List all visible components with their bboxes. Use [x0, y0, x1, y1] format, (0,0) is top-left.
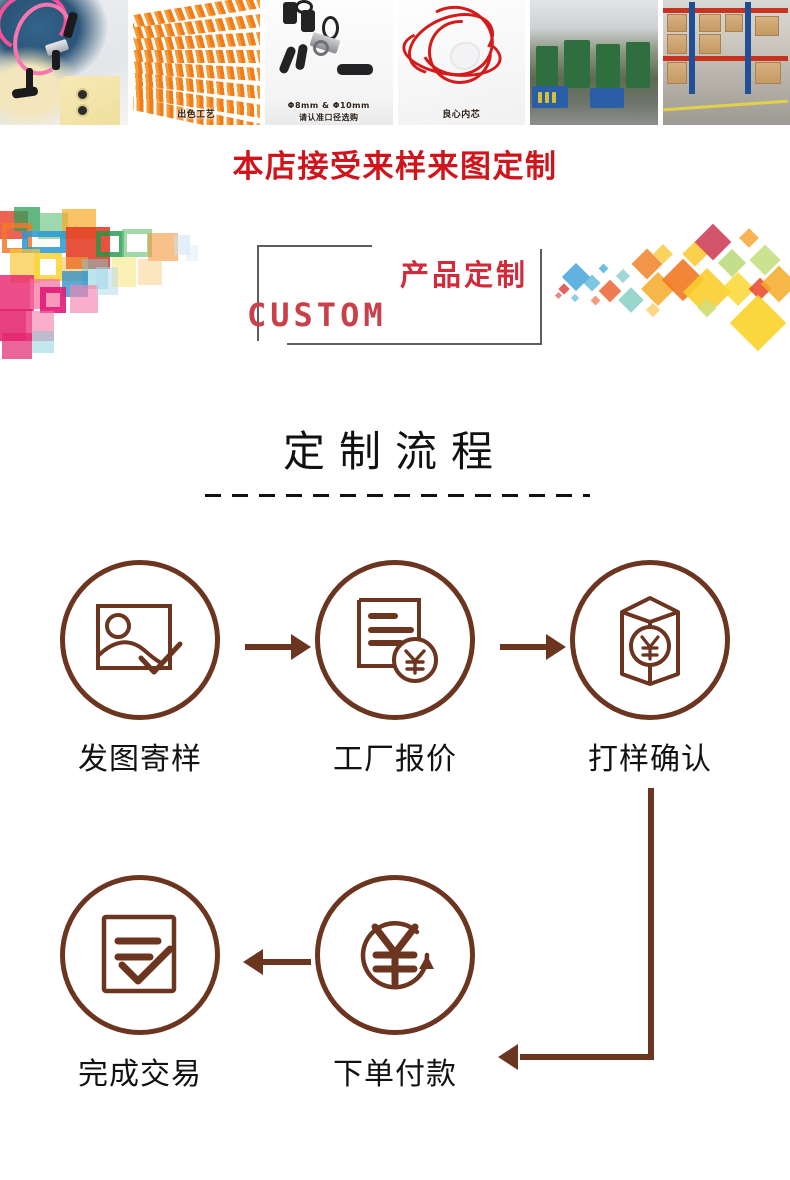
flow-step-3: 打样确认 — [550, 560, 750, 778]
banner-cn-title: 产品定制 — [400, 258, 529, 292]
photo-lanyard-phone — [0, 0, 128, 125]
custom-banner — [0, 205, 790, 380]
floor-marking — [662, 99, 788, 112]
machine-shape — [626, 42, 650, 88]
elbow-horizontal-segment — [520, 1054, 654, 1060]
yen-refresh-icon — [360, 921, 434, 990]
spool-shape — [545, 92, 549, 103]
carton-box — [698, 14, 721, 32]
frame-gap-top — [372, 245, 542, 249]
flow-step-3-circle — [570, 560, 730, 720]
photo-hardware-parts: Φ8mm & Φ10mm 请认准口径选购 — [265, 0, 393, 125]
frame-gap-bottom — [257, 341, 287, 345]
camera-lens-shape — [76, 104, 89, 117]
phone-tab-shape — [337, 64, 373, 75]
photo-braided-cord: 出色工艺 — [132, 0, 260, 125]
flow-step-4-circle — [315, 875, 475, 1035]
ring-shape — [295, 0, 313, 14]
flow-step-4-label: 下单付款 — [333, 1057, 457, 1092]
phone-body-shape — [60, 76, 120, 125]
custom-frame-border — [257, 245, 542, 345]
connector-strap-shape — [294, 43, 309, 71]
black-connector-shape — [26, 68, 33, 90]
black-tab-shape — [11, 86, 39, 99]
ring-shape — [313, 40, 329, 56]
carton-box — [666, 34, 687, 54]
elbow-vertical-segment — [648, 788, 654, 1060]
machine-shape — [596, 44, 620, 88]
flow-step-4: 下单付款 — [295, 875, 495, 1093]
photo-caption: Φ8mm & Φ10mm — [287, 101, 370, 110]
photo-caption: 出色工艺 — [177, 109, 216, 120]
photo-caption: 良心内芯 — [442, 109, 481, 120]
document-yen-icon — [357, 598, 438, 683]
package-yen-icon — [620, 596, 680, 686]
carton-box — [754, 62, 781, 84]
flow-step-2-circle — [315, 560, 475, 720]
camera-lens-shape — [76, 88, 89, 101]
zipper-pull-shape — [283, 2, 297, 24]
flow-step-1-circle — [60, 560, 220, 720]
banner-en-title: CUSTOM — [247, 296, 387, 334]
photo-factory-line — [530, 0, 658, 125]
product-photo-strip: 出色工艺 Φ8mm & Φ10mm 请认准口径选购 良心内芯 — [0, 0, 790, 125]
spool-shape — [552, 92, 556, 103]
flow-step-5: 完成交易 — [40, 875, 240, 1093]
flow-step-5-label: 完成交易 — [78, 1057, 202, 1092]
braided-cord-strand — [132, 50, 260, 63]
custom-process-flow: 发图寄样 工厂报价 — [0, 540, 790, 1160]
rack-upright — [688, 2, 695, 94]
flow-step-1: 发图寄样 — [40, 560, 240, 778]
connector-strap-shape — [278, 45, 297, 75]
section-title: 定制流程 — [282, 427, 507, 476]
flow-step-2-label: 工厂报价 — [333, 742, 457, 777]
flow-step-3-label: 打样确认 — [588, 742, 712, 777]
rack-upright — [744, 2, 751, 94]
flow-step-1-label: 发图寄样 — [78, 742, 202, 777]
checklist-done-icon — [101, 914, 177, 994]
zipper-pull-shape — [301, 10, 315, 32]
photo-caption-secondary: 请认准口径选购 — [299, 113, 359, 122]
section-divider — [205, 494, 590, 497]
photo-warehouse — [662, 0, 790, 125]
photo-red-cords: 良心内芯 — [397, 0, 525, 125]
machine-shape — [564, 40, 590, 88]
rack-beam — [662, 56, 788, 61]
machine-shape — [536, 46, 558, 88]
carton-box — [698, 34, 721, 54]
carton-box — [754, 16, 779, 36]
carton-box — [724, 14, 743, 32]
spool-shape — [538, 92, 542, 103]
flow-step-5-circle — [60, 875, 220, 1035]
page-headline: 本店接受来样来图定制 — [232, 149, 558, 185]
photo-check-icon — [96, 604, 183, 675]
flow-step-2: 工厂报价 — [295, 560, 495, 778]
rack-beam — [662, 8, 788, 13]
crate-shape — [590, 88, 624, 108]
carton-box — [666, 62, 687, 84]
carton-box — [666, 14, 687, 32]
black-connector-shape — [52, 50, 60, 70]
cord-knot-shape — [451, 44, 478, 68]
